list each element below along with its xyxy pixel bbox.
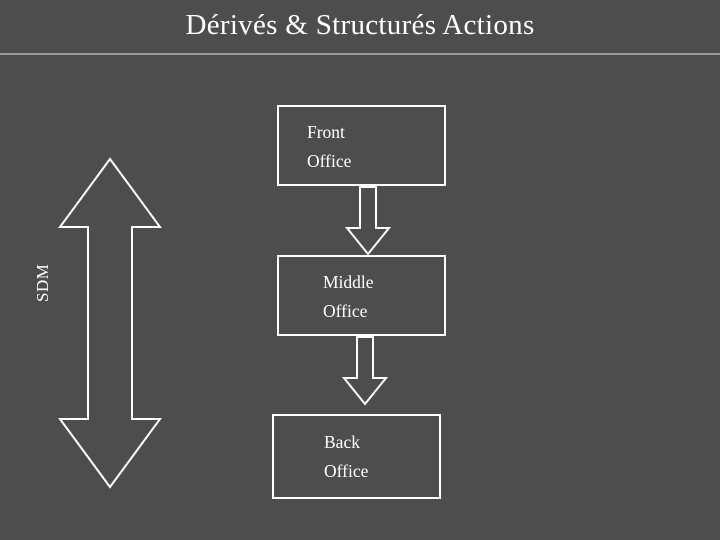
box-back-office-label: Back Office	[324, 432, 369, 481]
arrow-middle-to-back	[341, 336, 389, 406]
sdm-vertical-label: SDM	[33, 263, 52, 303]
box-front-office-label: Front Office	[307, 122, 352, 171]
sdm-span-double-arrow	[56, 155, 164, 491]
page-title: Dérivés & Structurés Actions	[185, 9, 535, 41]
double-arrow-shape	[58, 157, 162, 489]
arrow-down-shape	[341, 336, 389, 406]
title-bar: Dérivés & Structurés Actions	[0, 0, 720, 55]
arrow-front-to-middle	[344, 186, 392, 256]
box-middle-office-label: Middle Office	[323, 272, 374, 321]
arrow-down-shape	[344, 186, 392, 256]
box-front-office[interactable]: Front Office	[277, 105, 446, 186]
box-back-office[interactable]: Back Office	[272, 414, 441, 499]
box-middle-office[interactable]: Middle Office	[277, 255, 446, 336]
